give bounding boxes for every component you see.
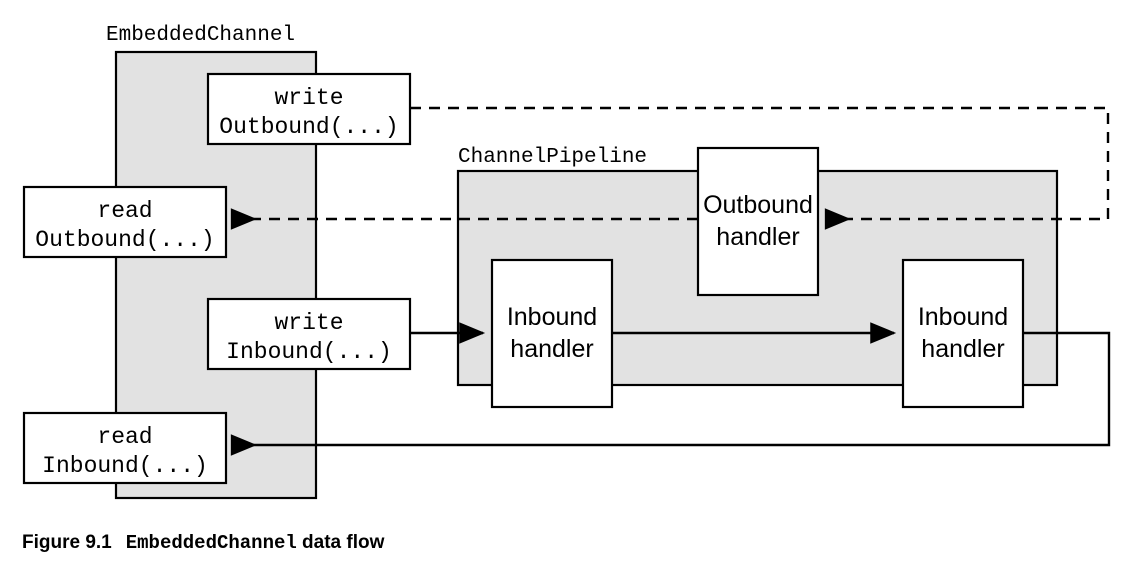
read-outbound-line1: read [97, 198, 152, 224]
read-inbound-line1: read [97, 424, 152, 450]
outbound-flow-to-handler [410, 106, 1110, 230]
inbound-handler-1-box: Inbound handler [490, 258, 614, 409]
embedded-channel-label: EmbeddedChannel [106, 24, 295, 47]
figure-caption-classname: EmbeddedChannel [125, 532, 297, 554]
write-inbound-line2: Inbound(...) [226, 339, 392, 365]
outbound-handler-line2: handler [716, 223, 799, 251]
inbound-handler-1-line1: Inbound [507, 303, 597, 331]
figure-caption-number: Figure 9.1 [22, 532, 112, 553]
inbound-handler-1-line2: handler [510, 335, 593, 363]
figure-caption-text: data flow [296, 532, 385, 553]
outbound-handler-box: Outbound handler [696, 146, 820, 297]
figure-caption: Figure 9.1 EmbeddedChannel data flow [22, 532, 384, 554]
write-inbound-line1: write [274, 310, 343, 336]
read-outbound-box: read Outbound(...) [22, 185, 228, 259]
write-inbound-box: write Inbound(...) [206, 297, 412, 371]
inbound-flow-to-read [230, 331, 1111, 456]
read-inbound-box: read Inbound(...) [22, 411, 228, 485]
inbound-handler-2-line1: Inbound [918, 303, 1008, 331]
write-outbound-line1: write [274, 85, 343, 111]
channel-pipeline-label: ChannelPipeline [458, 146, 647, 169]
read-outbound-line2: Outbound(...) [35, 227, 214, 253]
outbound-handler-line1: Outbound [703, 191, 813, 219]
inbound-handler-2-box: Inbound handler [901, 258, 1025, 409]
read-inbound-line2: Inbound(...) [42, 453, 208, 479]
write-outbound-line2: Outbound(...) [219, 114, 398, 140]
inbound-handler-2-line2: handler [921, 335, 1004, 363]
write-outbound-box: write Outbound(...) [206, 72, 412, 146]
